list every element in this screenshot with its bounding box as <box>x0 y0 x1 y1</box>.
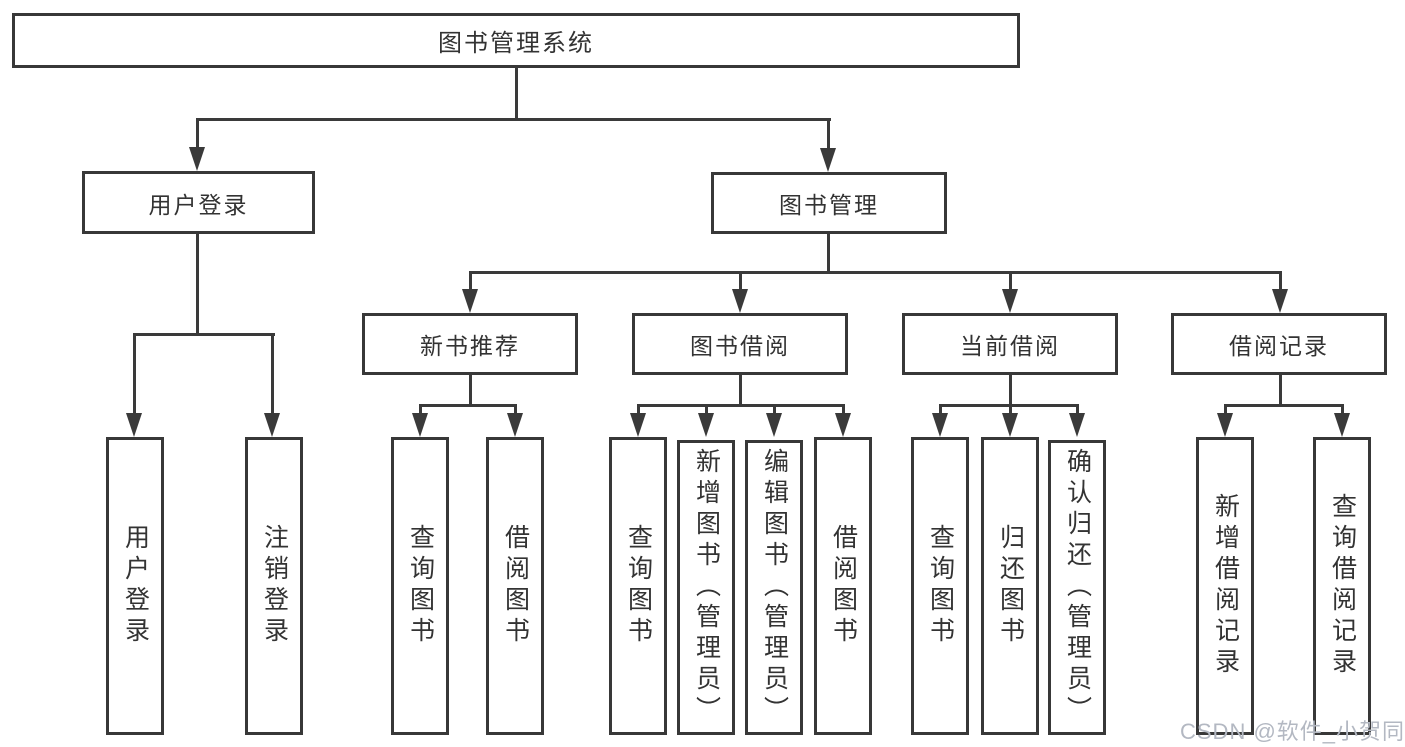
arrowhead-cb-confirm <box>1069 413 1085 437</box>
leaf-nb-query-books: 查询图书 <box>391 437 449 735</box>
connector-stem-cb-return <box>1009 404 1012 415</box>
arrowhead-book-borrow <box>732 289 748 313</box>
node-root: 图书管理系统 <box>12 13 1020 68</box>
connector-borrow-stem <box>739 375 742 406</box>
node-new-book-recommend-label: 新书推荐 <box>420 333 520 359</box>
connector-records-stem <box>1279 375 1282 406</box>
leaf-nb-borrow-books: 借阅图书 <box>486 437 544 735</box>
leaf-cb-query-books-label: 查询图书 <box>926 524 955 648</box>
leaf-cb-query-books: 查询图书 <box>911 437 969 735</box>
leaf-bb-add-books-admin: 新增图书（管理员） <box>677 440 735 735</box>
leaf-logout-label: 注销登录 <box>260 524 289 648</box>
leaf-bb-add-books-admin-label: 新增图书（管理员） <box>692 448 721 727</box>
connector-stem-bb-edit <box>773 404 776 415</box>
connector-newbook-stem <box>469 375 472 407</box>
connector-bookmgmt-stem <box>827 234 830 273</box>
leaf-br-add-record: 新增借阅记录 <box>1196 437 1254 735</box>
arrowhead-br-add <box>1217 413 1233 437</box>
connector-stem-bb-borrow <box>842 404 845 415</box>
connector-stem-bb-query <box>637 404 640 415</box>
connector-stem-current-borrow <box>1009 271 1012 291</box>
arrowhead-borrow-records <box>1272 289 1288 313</box>
connector-records-hline <box>1224 404 1344 407</box>
connector-root-hline <box>196 118 831 121</box>
leaf-br-add-record-label: 新增借阅记录 <box>1211 493 1240 679</box>
leaf-cb-return-books-label: 归还图书 <box>996 524 1025 648</box>
leaf-br-query-record: 查询借阅记录 <box>1313 437 1371 735</box>
arrowhead-bb-query <box>630 413 646 437</box>
node-new-book-recommend: 新书推荐 <box>362 313 578 375</box>
csdn-watermark: CSDN @软件_小贺同学 <box>1180 719 1405 744</box>
arrowhead-bb-add <box>698 413 714 437</box>
node-book-borrow-label: 图书借阅 <box>690 333 790 359</box>
node-borrow-records-label: 借阅记录 <box>1229 333 1329 359</box>
connector-userlogin-hline <box>133 333 275 336</box>
connector-userlogin-stem <box>196 234 199 336</box>
leaf-bb-borrow-books-label: 借阅图书 <box>829 524 858 648</box>
arrowhead-bb-edit <box>766 413 782 437</box>
leaf-user-login-label: 用户登录 <box>121 524 150 648</box>
leaf-br-query-record-label: 查询借阅记录 <box>1328 493 1357 679</box>
connector-stem-br-add <box>1224 404 1227 415</box>
node-book-management-label: 图书管理 <box>779 192 879 218</box>
leaf-bb-borrow-books: 借阅图书 <box>814 437 872 735</box>
leaf-cb-return-books: 归还图书 <box>981 437 1039 735</box>
connector-stem-cb-confirm <box>1076 404 1079 415</box>
arrowhead-leaf-logout <box>264 413 280 437</box>
node-book-borrow: 图书借阅 <box>632 313 848 375</box>
connector-stem-book-management <box>827 118 830 149</box>
connector-stem-bb-add <box>705 404 708 415</box>
arrowhead-nb-borrow <box>507 413 523 437</box>
leaf-user-login: 用户登录 <box>106 437 164 735</box>
connector-stem-borrow-records <box>1279 271 1282 291</box>
arrowhead-leaf-login <box>126 413 142 437</box>
arrowhead-nb-query <box>412 413 428 437</box>
connector-stem-leaf-login <box>133 333 136 413</box>
connector-stem-user-login <box>196 118 199 149</box>
leaf-nb-query-books-label: 查询图书 <box>406 524 435 648</box>
arrowhead-current-borrow <box>1002 289 1018 313</box>
connector-root-stem <box>515 67 518 120</box>
arrowhead-cb-query <box>932 413 948 437</box>
node-user-login: 用户登录 <box>82 171 315 234</box>
leaf-logout: 注销登录 <box>245 437 303 735</box>
leaf-bb-edit-books-admin-label: 编辑图书（管理员） <box>760 448 789 727</box>
leaf-bb-query-books: 查询图书 <box>609 437 667 735</box>
connector-current-stem <box>1009 375 1012 406</box>
node-borrow-records: 借阅记录 <box>1171 313 1387 375</box>
connector-stem-book-borrow <box>739 271 742 291</box>
arrowhead-new-book <box>462 289 478 313</box>
connector-stem-new-book <box>469 271 472 291</box>
node-root-label: 图书管理系统 <box>438 30 594 57</box>
leaf-bb-query-books-label: 查询图书 <box>624 524 653 648</box>
arrowhead-br-query <box>1334 413 1350 437</box>
connector-stem-nb-borrow <box>514 404 517 415</box>
connector-stem-leaf-logout <box>271 333 274 413</box>
arrowhead-user-login <box>189 147 205 171</box>
connector-stem-cb-query <box>939 404 942 415</box>
node-user-login-label: 用户登录 <box>148 191 249 218</box>
leaf-nb-borrow-books-label: 借阅图书 <box>501 524 530 648</box>
leaf-cb-confirm-return-admin-label: 确认归还（管理员） <box>1063 448 1092 727</box>
arrowhead-book-management <box>820 148 836 172</box>
node-book-management: 图书管理 <box>711 172 947 234</box>
connector-borrow-hline <box>637 404 845 407</box>
arrowhead-bb-borrow <box>835 413 851 437</box>
connector-newbook-hline <box>419 404 517 407</box>
arrowhead-cb-return <box>1002 413 1018 437</box>
node-current-borrow-label: 当前借阅 <box>960 333 1060 359</box>
leaf-cb-confirm-return-admin: 确认归还（管理员） <box>1048 440 1106 735</box>
connector-stem-br-query <box>1341 404 1344 415</box>
connector-bookmgmt-hline <box>469 271 1282 274</box>
node-current-borrow: 当前借阅 <box>902 313 1118 375</box>
leaf-bb-edit-books-admin: 编辑图书（管理员） <box>745 440 803 735</box>
connector-stem-nb-query <box>419 404 422 415</box>
